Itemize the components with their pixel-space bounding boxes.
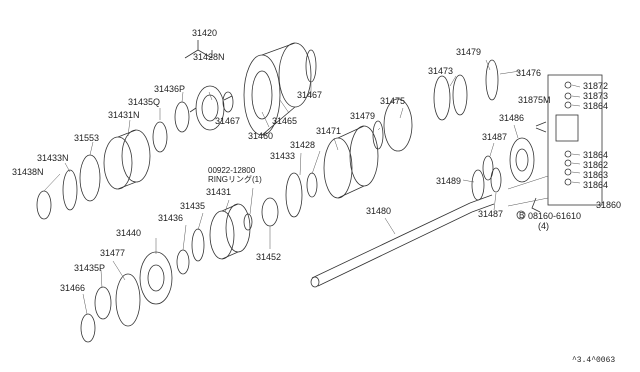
bearing-31473 — [452, 74, 468, 116]
label-31864-top: 31864 — [583, 101, 609, 111]
washer-31438N — [36, 190, 52, 220]
label-31436: 31436 — [158, 213, 184, 223]
bolt-31875M — [535, 121, 547, 133]
washer-31487b — [490, 167, 502, 193]
washer-31466 — [80, 313, 96, 343]
label-31863: 31863 — [583, 170, 609, 180]
label-ring-qty: RINGリング(1) — [208, 175, 262, 184]
label-31452: 31452 — [256, 252, 282, 262]
drum-31460 — [243, 42, 312, 136]
bolt-mark-circle — [516, 210, 526, 220]
label-31420: 31420 — [192, 28, 218, 38]
planetary-31440 — [139, 251, 173, 305]
label-31864-bottom: 31864 — [583, 180, 609, 190]
label-00922-12800: 00922-12800 — [208, 166, 256, 175]
snap-ring-31476 — [485, 59, 499, 101]
bearing-31436 — [176, 249, 190, 275]
label-31480: 31480 — [366, 206, 392, 216]
drum-31473 — [433, 75, 451, 121]
label-31436P: 31436P — [154, 84, 186, 94]
label-31467-top: 31467 — [297, 90, 323, 100]
label-31465: 31465 — [272, 116, 298, 126]
label-31435P: 31435P — [74, 263, 106, 273]
label-31435: 31435 — [180, 201, 206, 211]
label-31438N: 31438N — [12, 167, 44, 177]
label-31440: 31440 — [116, 228, 142, 238]
valve-body-box-31860 — [547, 74, 603, 206]
snap-ring-31433 — [285, 172, 303, 218]
gear-drum-31431N — [103, 129, 151, 190]
washer-31435 — [191, 228, 205, 262]
shaft-31480 — [310, 194, 495, 288]
label-31475: 31475 — [380, 96, 406, 106]
bearing-31435P — [94, 286, 112, 320]
label-31471: 31471 — [316, 126, 342, 136]
label-31872: 31872 — [583, 81, 609, 91]
snap-ring-31479 — [372, 120, 384, 150]
label-31476: 31476 — [516, 68, 542, 78]
label-31428: 31428 — [290, 140, 316, 150]
label-31435Q: 31435Q — [128, 97, 161, 107]
label-31433: 31433 — [270, 151, 296, 161]
label-31431: 31431 — [206, 187, 232, 197]
label-31486: 31486 — [499, 113, 525, 123]
label-31862: 31862 — [583, 160, 609, 170]
label-31860: 31860 — [596, 200, 622, 210]
diagram-reference-code: ^3.4^0063 — [572, 356, 616, 365]
label-31479-top: 31479 — [456, 47, 482, 57]
label-31467-mid: 31467 — [215, 116, 241, 126]
ring-31489 — [471, 169, 485, 201]
label-31553: 31553 — [74, 133, 100, 143]
label-31875M: 31875M — [518, 95, 551, 105]
gear-drum-31431 — [209, 203, 251, 260]
label-08160-61610: 08160-61610 — [528, 211, 582, 221]
snap-ring-31433N — [62, 169, 78, 211]
washer-31467 — [222, 91, 234, 113]
label-31428N: 31428N — [193, 52, 225, 62]
bearing-31436P — [174, 101, 190, 133]
label-31873: 31873 — [583, 91, 609, 101]
ring-gear-31553 — [79, 154, 101, 202]
label-31473: 31473 — [428, 66, 454, 76]
leader-lines — [43, 59, 581, 315]
label-31487-top: 31487 — [482, 132, 508, 142]
label-31479-mid: 31479 — [350, 111, 376, 121]
bearing-31452 — [261, 197, 279, 227]
label-31477: 31477 — [100, 248, 126, 258]
pump-31486 — [509, 137, 535, 183]
snap-ring-31477 — [115, 273, 141, 327]
bolt-08160 — [531, 197, 541, 213]
washer-31435Q — [152, 121, 168, 153]
valve-body-parts — [555, 81, 579, 186]
washer-31487 — [482, 155, 494, 181]
washer-31428 — [306, 172, 318, 198]
label-31489: 31489 — [436, 176, 462, 186]
label-31864-mid: 31864 — [583, 150, 609, 160]
bolt-mark: B — [519, 211, 525, 220]
clutch-hub-31475 — [383, 98, 413, 152]
label-bolt-qty: (4) — [538, 221, 549, 231]
label-31460: 31460 — [248, 131, 274, 141]
bracket-31420 — [184, 40, 213, 59]
label-31466: 31466 — [60, 283, 86, 293]
drum-31471 — [323, 125, 379, 199]
label-31431N: 31431N — [108, 110, 140, 120]
ring-00922 — [243, 213, 253, 231]
label-31487-bottom: 31487 — [478, 209, 504, 219]
label-31433N: 31433N — [37, 153, 69, 163]
